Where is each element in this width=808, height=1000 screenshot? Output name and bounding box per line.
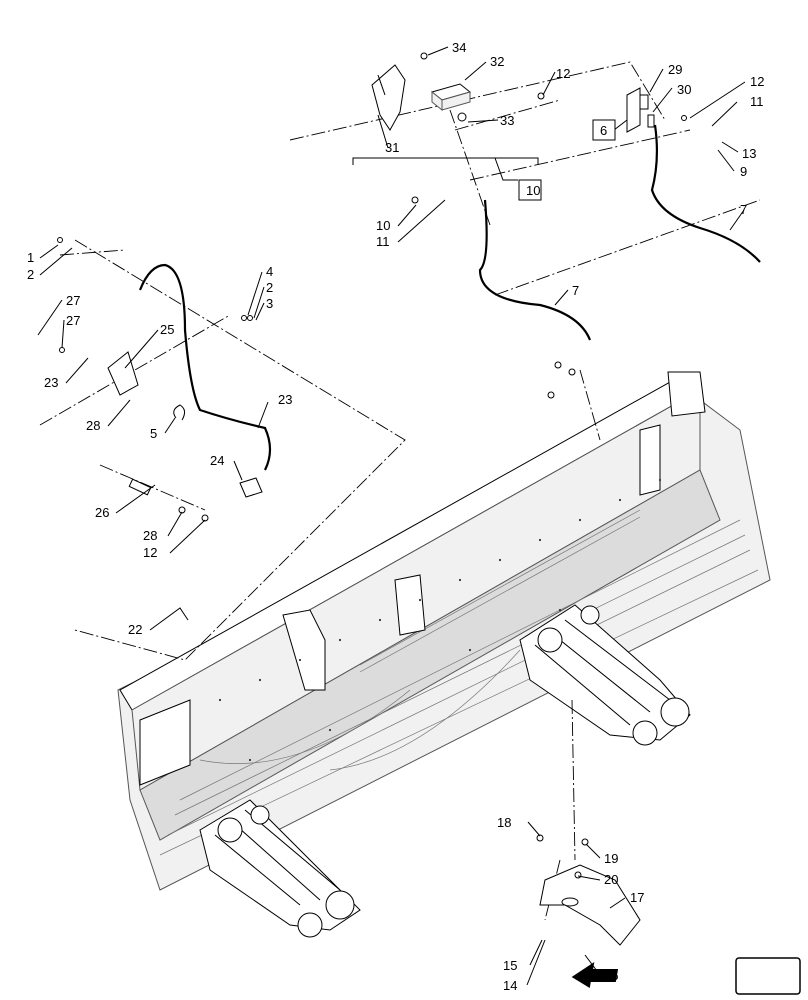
callout-31: 32: [490, 54, 504, 69]
hose-22: [138, 263, 272, 471]
header-frame: [117, 371, 771, 891]
callout-8: 9: [740, 164, 747, 179]
callout-20: 20: [604, 872, 618, 887]
bracket-32: [371, 64, 406, 131]
bracket-17: [539, 864, 641, 946]
callout-box-9: [518, 179, 542, 201]
callout-7-upper: 7: [572, 283, 579, 298]
gearbox-assembly-left: [199, 799, 361, 938]
block-31: [430, 83, 472, 112]
assembly-lines: [39, 61, 761, 921]
callout-34: 33: [500, 113, 514, 128]
callout-26: 27: [66, 293, 80, 308]
callout-18: 18: [497, 815, 511, 830]
callout-19: 19: [604, 851, 618, 866]
callout-7-right: 7: [740, 202, 747, 217]
callout-11-b: 11: [376, 234, 390, 249]
callout-box-6: [592, 119, 616, 141]
callout-27-a: 27: [66, 313, 80, 328]
clip-5: [173, 404, 186, 421]
lower-tee-23: [239, 477, 263, 498]
callout-12-a: 12: [556, 66, 570, 81]
hose-7-right: [650, 124, 761, 263]
callout-15: 15: [503, 958, 517, 973]
callout-2-a: 2: [27, 267, 34, 282]
callout-27-b: 28: [143, 528, 157, 543]
valve-bracket-24: [107, 351, 139, 396]
callout-1: 1: [27, 250, 34, 265]
callout-14: 14: [503, 978, 517, 993]
callout-10: 10: [376, 218, 390, 233]
plate-25: [128, 478, 152, 496]
callout-labels: 34 32 12 29 30 12 11 33 6 31 13 9 10 7 1…: [27, 40, 764, 993]
callout-3: 3: [266, 296, 273, 311]
callout-12-c: 12: [143, 545, 157, 560]
leader-lines: [37, 46, 746, 986]
callout-28: 28: [86, 418, 100, 433]
callout-5: 5: [150, 426, 157, 441]
callout-32: 31: [385, 140, 399, 155]
gearbox-assembly-right: [519, 604, 691, 746]
plate-6: [626, 87, 641, 133]
group-bracket-9: [352, 157, 539, 181]
callout-9: 10: [526, 183, 540, 198]
callout-21: 22: [128, 622, 142, 637]
callout-30: 30: [677, 82, 691, 97]
callout-17: 17: [630, 890, 644, 905]
callout-25: 26: [95, 505, 109, 520]
callout-11-a: 11: [750, 94, 764, 109]
callout-29: 29: [668, 62, 682, 77]
callout-22: 23: [278, 392, 292, 407]
fitting-29-30: [639, 94, 655, 128]
callout-24: 25: [160, 322, 174, 337]
callout-13: 13: [742, 146, 756, 161]
beam-rivets: [218, 478, 662, 762]
callout-23-a: 23: [44, 375, 58, 390]
callout-23-b: 24: [210, 453, 224, 468]
hose-7-upper: [478, 199, 592, 341]
callout-2-b: 2: [266, 280, 273, 295]
callout-4: 4: [266, 264, 273, 279]
callout-6: 6: [600, 123, 607, 138]
callout-33: 34: [452, 40, 466, 55]
view-orientation-arrow-icon[interactable]: [570, 957, 801, 995]
fasteners: [57, 52, 687, 879]
callout-12-b: 12: [750, 74, 764, 89]
